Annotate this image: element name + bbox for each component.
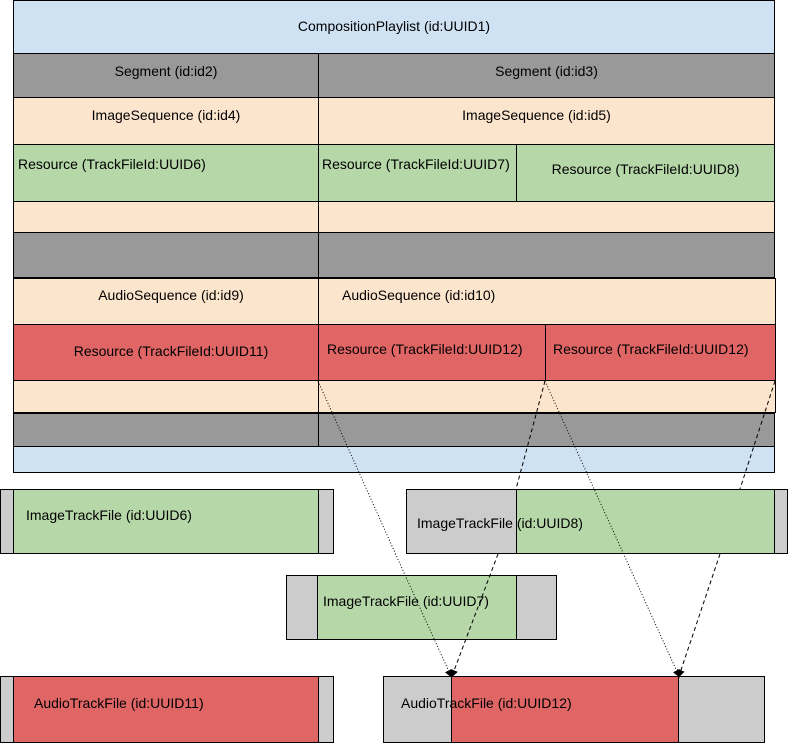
audio-trackfile-uuid11-body (13, 676, 319, 743)
composition-playlist-label: CompositionPlaylist (id:UUID1) (297, 18, 491, 34)
segment-2-gap (318, 232, 775, 278)
audio-resource-uuid12-b (545, 324, 776, 381)
image-trackfile-uuid6-body (13, 489, 319, 554)
image-trackfile-uuid8-label: ImageTrackFile (id:UUID8) (417, 515, 583, 531)
image-trackfile-uuid6-label: ImageTrackFile (id:UUID6) (26, 507, 192, 523)
audio-resource-uuid12-a (318, 324, 546, 381)
link-resource12b-b (677, 553, 721, 678)
segment-1-label: Segment (id:id2) (114, 63, 218, 79)
audio-trackfile-uuid12-label: AudioTrackFile (id:UUID12) (401, 695, 572, 711)
image-sequence-2-label: ImageSequence (id:id5) (462, 107, 611, 123)
image-resource-uuid8-label: Resource (TrackFileId:UUID8) (551, 161, 740, 177)
audio-sequence-1-label: AudioSequence (id:id9) (98, 287, 244, 303)
segment-1-bottom (13, 413, 319, 447)
audio-sequence-2-label: AudioSequence (id:id10) (342, 287, 496, 303)
segment-2-bottom (318, 413, 775, 447)
audio-trackfile-uuid11-label: AudioTrackFile (id:UUID11) (34, 695, 204, 711)
image-sequence-1-label: ImageSequence (id:id4) (91, 107, 241, 123)
image-trackfile-uuid7-label: ImageTrackFile (id:UUID7) (323, 593, 489, 609)
image-resource-uuid6 (13, 144, 319, 202)
image-resource-uuid7-label: Resource (TrackFileId:UUID7) (322, 156, 510, 172)
image-resource-uuid6-label: Resource (TrackFileId:UUID6) (18, 156, 206, 172)
audio-resource-uuid12-b-label: Resource (TrackFileId:UUID12) (553, 341, 749, 357)
image-resource-uuid8 (516, 144, 775, 202)
audio-resource-uuid11 (13, 324, 319, 381)
audio-resource-uuid12-a-label: Resource (TrackFileId:UUID12) (327, 341, 523, 357)
audio-resource-uuid11-label: Resource (TrackFileId:UUID11) (73, 343, 269, 359)
segment-2-label: Segment (id:id3) (495, 63, 598, 79)
image-resource-uuid7 (318, 144, 517, 202)
segment-1-gap (13, 232, 319, 278)
